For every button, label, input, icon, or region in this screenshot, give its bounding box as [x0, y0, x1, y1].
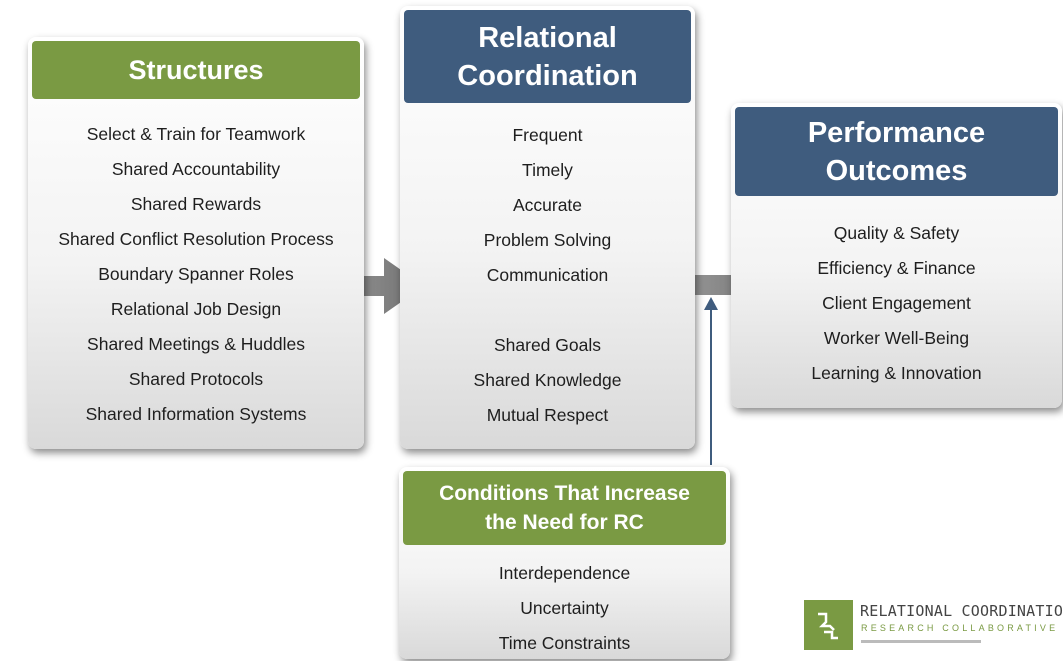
conditions-box: Conditions That Increase the Need for RC…	[399, 467, 730, 659]
conditions-title-line2: the Need for RC	[485, 511, 644, 534]
structure-item: Shared Rewards	[130, 194, 262, 214]
structure-item: Shared Information Systems	[85, 404, 307, 424]
rc-header: Relational Coordination	[404, 10, 691, 103]
outcome-item: Client Engagement	[822, 293, 971, 313]
rc-relationship-item: Shared Knowledge	[473, 370, 622, 390]
outcome-item: Efficiency & Finance	[817, 258, 976, 278]
outcome-item: Learning & Innovation	[811, 363, 982, 383]
structures-title: Structures	[128, 54, 264, 85]
logo-icon	[804, 600, 853, 650]
structure-item: Shared Protocols	[128, 369, 264, 389]
structure-item: Boundary Spanner Roles	[98, 264, 294, 284]
logo-icon-glyph	[818, 612, 838, 640]
rc-relationship-item: Mutual Respect	[486, 405, 609, 425]
outcome-item: Worker Well-Being	[823, 328, 970, 348]
rc-communication-item: Accurate	[512, 195, 583, 215]
conditions-connector-arrowhead	[704, 297, 718, 310]
rc-relationship-item: Shared Goals	[493, 335, 601, 355]
rc-title-line2: Coordination	[457, 59, 638, 92]
outcome-item: Quality & Safety	[833, 223, 960, 243]
logo-line2: RESEARCH COLLABORATIVE	[861, 623, 1059, 633]
condition-item: Time Constraints	[498, 633, 631, 653]
structure-item: Select & Train for Teamwork	[86, 124, 306, 144]
rc-title-line1: Relational	[478, 21, 617, 54]
conditions-title-line1: Conditions That Increase	[439, 482, 690, 505]
condition-item: Uncertainty	[520, 598, 609, 618]
structure-item: Shared Meetings & Huddles	[87, 334, 305, 354]
structure-item: Relational Job Design	[110, 299, 282, 319]
structures-header: Structures	[32, 41, 360, 99]
rc-communication-item: Timely	[522, 160, 573, 180]
outcomes-title-line1: Performance	[807, 116, 986, 149]
rc-communication-item: Frequent	[512, 125, 583, 145]
structure-item: Shared Accountability	[111, 159, 281, 179]
rc-communication-item: Communication	[486, 265, 609, 285]
conditions-header: Conditions That Increase the Need for RC	[403, 471, 726, 545]
outcomes-title-line2: Outcomes	[825, 154, 968, 187]
logo-line1: RELATIONAL COORDINATION	[860, 602, 1063, 620]
structure-item: Shared Conflict Resolution Process	[58, 229, 334, 249]
rc-communication-item: Problem Solving	[483, 230, 612, 250]
logo: RELATIONAL COORDINATION RESEARCH COLLABO…	[804, 600, 1063, 652]
logo-tagline-bar	[861, 640, 981, 643]
outcomes-header: Performance Outcomes	[735, 107, 1058, 196]
condition-item: Interdependence	[498, 563, 631, 583]
